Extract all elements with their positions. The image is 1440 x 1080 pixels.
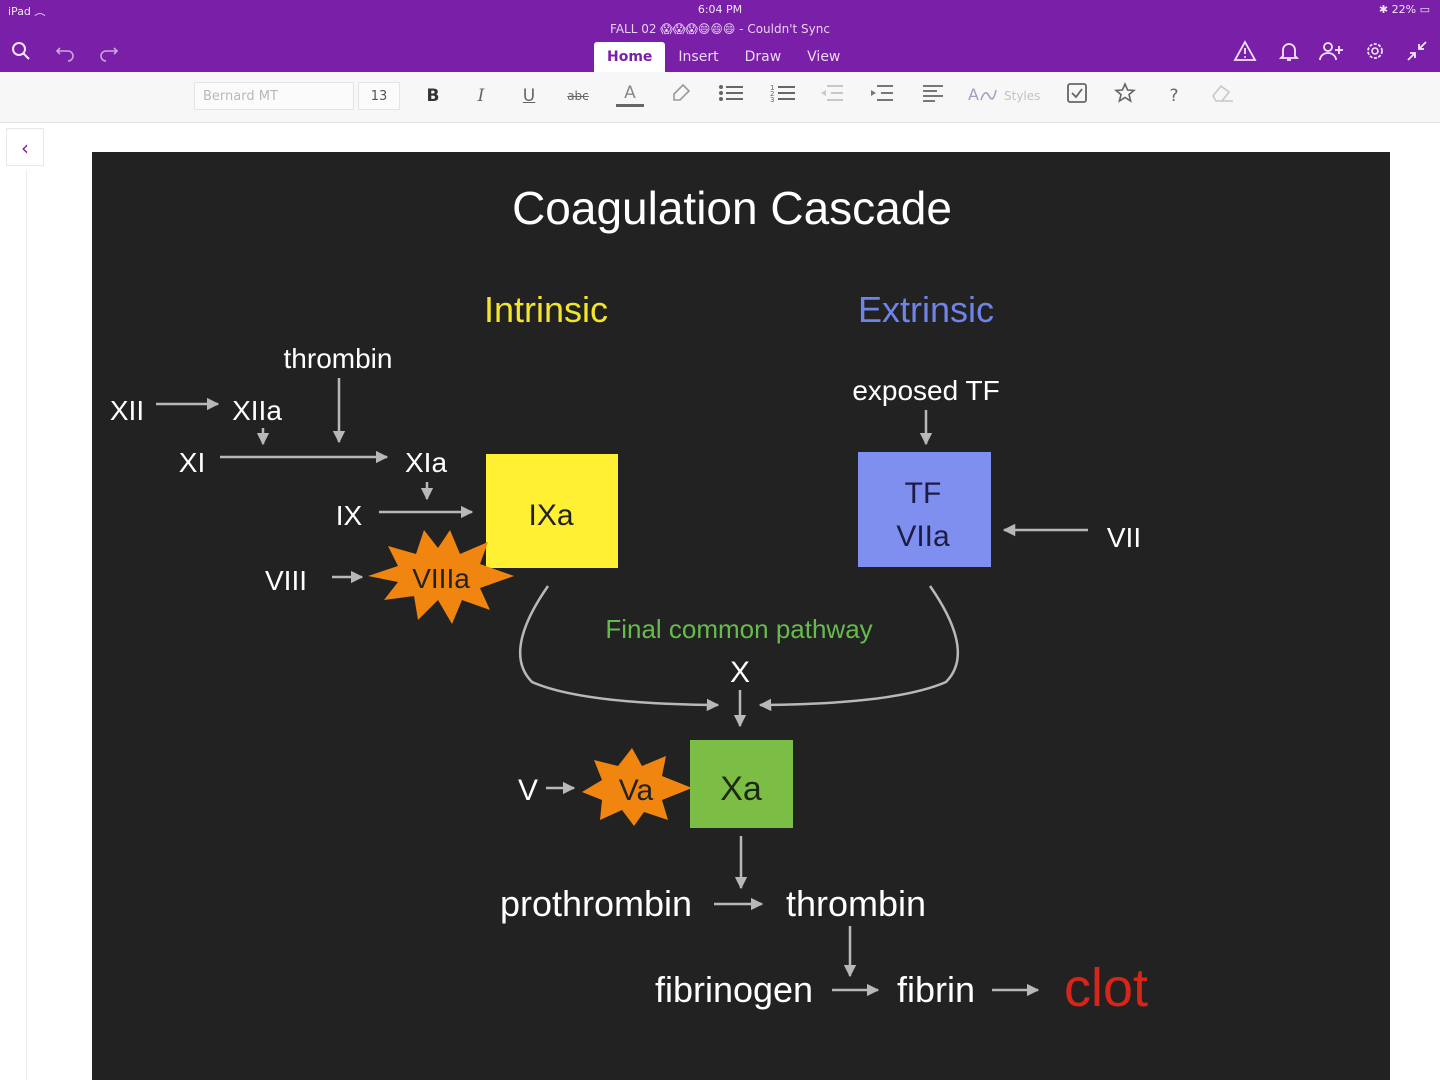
- underline-button[interactable]: U: [522, 86, 536, 106]
- help-button[interactable]: ?: [1169, 86, 1179, 106]
- wifi-icon: ︵: [34, 5, 46, 18]
- notebook-title: FALL 02 😱😱😱😄😄😄 - Couldn't Sync: [610, 22, 830, 36]
- exposed-tf-label: exposed TF: [852, 375, 999, 406]
- tf-label: TF: [905, 477, 942, 510]
- redo-icon[interactable]: [96, 40, 122, 66]
- font-color-button[interactable]: A: [616, 82, 644, 107]
- tab-draw[interactable]: Draw: [744, 49, 782, 65]
- svg-text:1: 1: [770, 84, 774, 92]
- svg-text:A: A: [968, 85, 979, 104]
- fibrin-label: fibrin: [897, 969, 975, 1010]
- decrease-indent-icon[interactable]: [816, 82, 846, 110]
- factor-v: V: [518, 774, 538, 807]
- bell-icon[interactable]: [1276, 40, 1302, 66]
- diagram-canvas: Coagulation Cascade Intrinsic Extrinsic …: [92, 152, 1390, 1080]
- styles-icon[interactable]: A: [966, 82, 998, 110]
- factor-xi: XI: [179, 447, 205, 478]
- factor-ix: IX: [336, 500, 363, 531]
- settings-icon[interactable]: [1362, 40, 1388, 66]
- tf-viia-box: [858, 452, 991, 567]
- factor-xa: Xa: [720, 770, 762, 808]
- viiia-starburst: [368, 530, 514, 624]
- page-margin-line: [26, 170, 27, 1080]
- factor-va: Va: [619, 774, 654, 807]
- diagram-title: Coagulation Cascade: [512, 182, 952, 234]
- factor-vii: VII: [1107, 522, 1141, 553]
- extrinsic-label: Extrinsic: [858, 289, 994, 330]
- va-starburst: [582, 748, 692, 826]
- strikethrough-button[interactable]: abc: [567, 89, 589, 103]
- eraser-icon[interactable]: [1208, 82, 1236, 110]
- clock: 6:04 PM: [697, 3, 743, 16]
- intrinsic-label: Intrinsic: [484, 289, 608, 330]
- warning-icon[interactable]: [1232, 40, 1258, 66]
- thrombin-top-label: thrombin: [284, 343, 393, 374]
- align-icon[interactable]: [918, 82, 948, 110]
- battery-indicator: ✱ 22% ▭: [1378, 3, 1430, 16]
- bullet-list-icon[interactable]: [716, 82, 746, 110]
- slide-background: [92, 152, 1390, 1080]
- curve-extrinsic-to-x: [758, 585, 960, 712]
- ixa-box: [486, 454, 618, 568]
- highlighter-icon[interactable]: [668, 82, 694, 110]
- add-person-icon[interactable]: [1318, 40, 1344, 66]
- clot-label: clot: [1064, 958, 1148, 1018]
- svg-text:3: 3: [770, 96, 774, 104]
- star-tag-icon[interactable]: [1112, 81, 1138, 110]
- factor-x: X: [730, 656, 750, 689]
- final-common-pathway-label: Final common pathway: [605, 614, 872, 644]
- factor-viiia: VIIIa: [412, 563, 470, 594]
- curve-intrinsic-to-x: [518, 585, 720, 712]
- prothrombin-label: prothrombin: [500, 883, 692, 924]
- tab-insert[interactable]: Insert: [678, 49, 719, 65]
- font-size-field[interactable]: 13: [358, 82, 400, 110]
- undo-icon[interactable]: [52, 40, 78, 66]
- font-name-field[interactable]: Bernard MT: [194, 82, 354, 110]
- svg-text:2: 2: [770, 90, 774, 98]
- factor-viii: VIII: [265, 565, 307, 596]
- factor-xiia: XIIa: [232, 395, 282, 426]
- status-bar: iPad ︵ 6:04 PM ✱ 22% ▭: [0, 0, 1440, 20]
- factor-xii: XII: [110, 395, 144, 426]
- factor-viia: VIIa: [896, 520, 950, 553]
- bold-button[interactable]: B: [426, 86, 440, 106]
- xa-box: [690, 740, 793, 828]
- app-title-bar: FALL 02 😱😱😱😄😄😄 - Couldn't Sync Home Inse…: [0, 20, 1440, 72]
- increase-indent-icon[interactable]: [866, 82, 896, 110]
- carrier-label: iPad ︵: [8, 5, 46, 18]
- thrombin-label: thrombin: [786, 883, 926, 924]
- coagulation-diagram-image[interactable]: Coagulation Cascade Intrinsic Extrinsic …: [92, 152, 1390, 1080]
- tab-home[interactable]: Home: [594, 42, 666, 72]
- battery-icon: ▭: [1419, 3, 1430, 16]
- factor-ixa: IXa: [528, 499, 573, 532]
- factor-xia: XIa: [405, 447, 447, 478]
- fibrinogen-label: fibrinogen: [655, 969, 813, 1010]
- todo-checkbox-icon[interactable]: [1064, 82, 1090, 110]
- collapse-icon[interactable]: [1404, 40, 1430, 66]
- back-button[interactable]: ‹: [6, 128, 44, 166]
- tab-view[interactable]: View: [807, 49, 841, 65]
- bluetooth-icon: ✱: [1378, 3, 1389, 16]
- italic-button[interactable]: I: [477, 86, 485, 106]
- styles-label[interactable]: Styles: [1004, 89, 1041, 103]
- search-icon[interactable]: [8, 40, 34, 66]
- ribbon-tabs: Home Insert Draw View: [594, 42, 853, 72]
- chevron-left-icon: ‹: [21, 136, 29, 160]
